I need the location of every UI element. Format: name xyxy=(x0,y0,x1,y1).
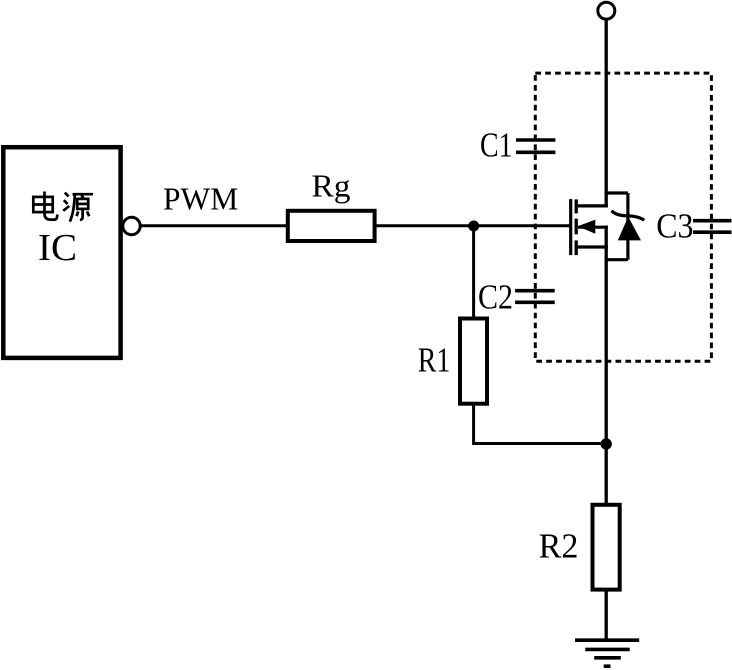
svg-text:PWM: PWM xyxy=(163,181,238,217)
svg-text:Rg: Rg xyxy=(312,167,351,203)
svg-text:C2: C2 xyxy=(478,279,513,317)
svg-text:R2: R2 xyxy=(539,528,579,566)
svg-text:IC: IC xyxy=(38,227,77,269)
svg-text:C3: C3 xyxy=(656,208,693,246)
svg-text:R1: R1 xyxy=(418,341,451,379)
svg-text:C1: C1 xyxy=(480,127,513,165)
